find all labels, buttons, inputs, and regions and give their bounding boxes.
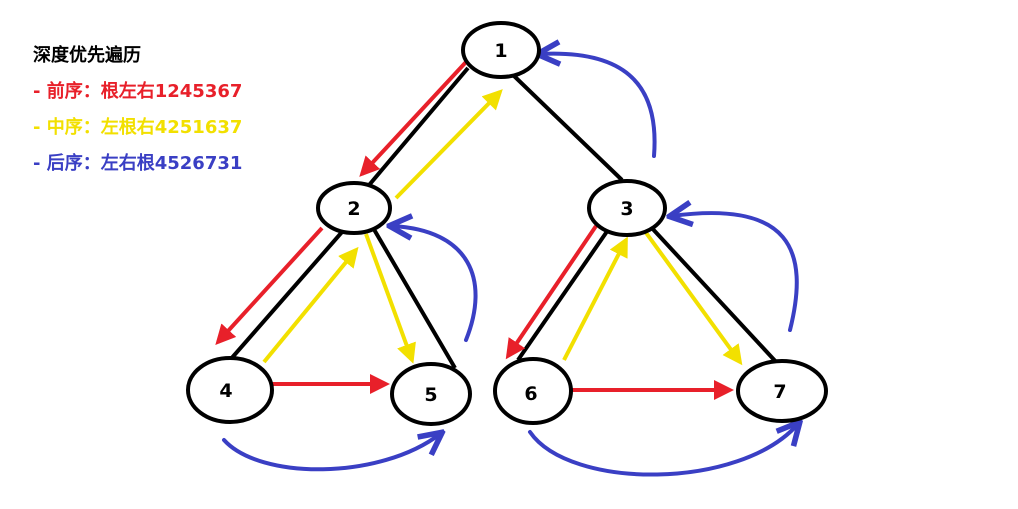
edge-3-7 [648,224,780,366]
node-2: 2 [316,181,392,235]
node-4: 4 [186,356,274,424]
preorder-arrow-1-2 [359,60,468,177]
edge-3-6 [516,228,610,362]
inorder-arrow-3-7 [642,228,743,366]
node-7-label: 7 [773,381,786,403]
node-5: 5 [390,362,472,426]
node-7: 7 [736,359,828,423]
node-1-label: 1 [494,40,507,62]
tree-edges [228,66,780,370]
node-5-label: 5 [424,384,437,406]
preorder-arrows [215,60,734,400]
postorder-arrow-7-3 [672,213,799,332]
edge-1-3 [510,72,624,182]
preorder-arrow-2-4 [215,226,324,345]
postorder-arrow-3-1 [540,54,657,158]
legend-title: 深度优先遍历 [33,45,141,66]
edge-2-4 [228,230,344,362]
tree-nodes: 1 2 3 4 5 6 7 [186,21,828,426]
node-6: 6 [493,357,573,425]
inorder-arrow-2-1 [394,89,503,200]
inorder-arrow-4-2 [262,246,359,364]
node-2-label: 2 [347,198,360,220]
node-6-label: 6 [524,383,537,405]
postorder-arrow-5-2 [392,226,478,342]
legend-item-inorder: - 中序：左根右4251637 [33,117,243,138]
preorder-arrow-3-6 [505,224,598,360]
legend-item-preorder: - 前序：根左右1245367 [33,81,243,102]
postorder-arrow-4-5 [222,434,440,472]
inorder-arrow-2-5 [364,233,416,364]
node-1: 1 [461,21,541,79]
postorder-arrow-6-7 [528,424,798,477]
edge-2-5 [370,224,457,370]
node-3-label: 3 [620,198,633,220]
node-3: 3 [587,179,667,237]
inorder-arrow-6-3 [562,236,628,361]
legend-item-postorder: - 后序：左右根4526731 [33,153,243,174]
node-4-label: 4 [219,380,232,402]
inorder-arrows [262,89,743,366]
postorder-arrows [222,54,799,477]
legend: 深度优先遍历 - 前序：根左右1245367 - 中序：左根右4251637 -… [33,38,242,182]
